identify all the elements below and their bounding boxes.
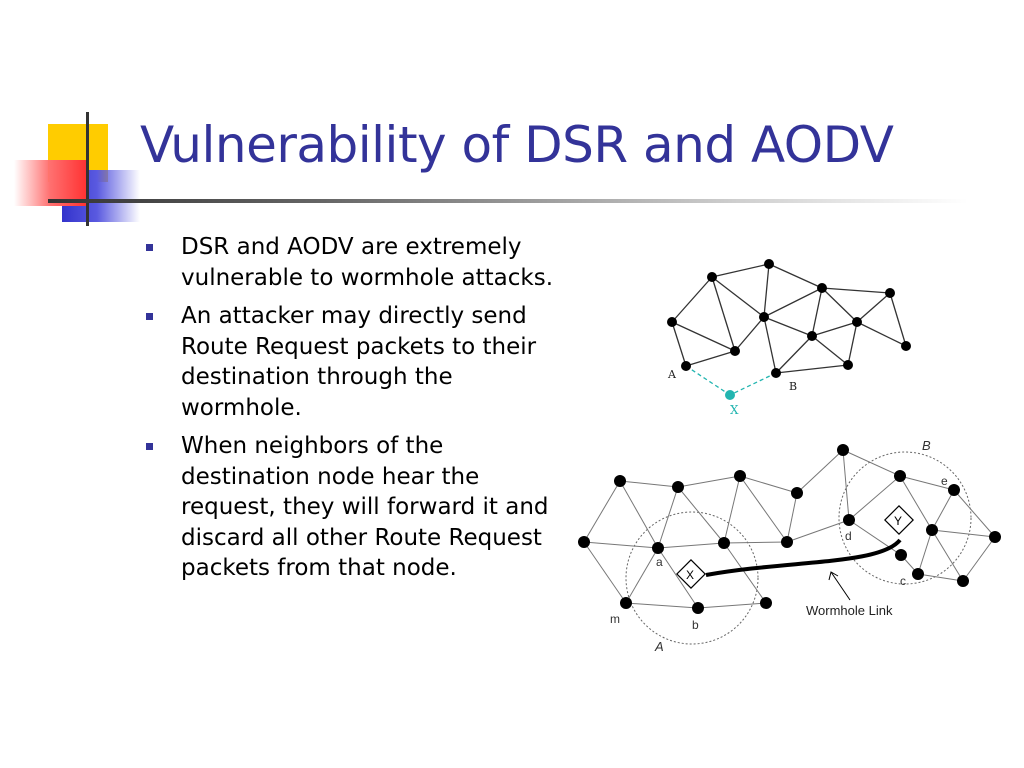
label-d: d [845,529,852,543]
bullet-item: An attacker may directly send Route Requ… [140,301,560,423]
node-m [620,597,632,609]
label-X: X [730,403,739,417]
bullet-text: DSR and AODV are extremely vulnerable to… [181,234,554,291]
network-node [614,475,626,487]
node-d [843,514,855,526]
network-node [718,537,730,549]
network-node [672,481,684,493]
top-network-diagram: A B X [667,259,911,417]
node-X-diamond: X [676,559,706,589]
label-X: X [686,568,694,582]
node-A [681,361,691,371]
region-A-label: A [654,639,664,654]
network-node [957,575,969,587]
network-node [759,312,769,322]
node-b [692,602,704,614]
network-node [843,360,853,370]
label-A: A [667,368,677,381]
bottom-node-labels: a b m d c e [610,474,948,632]
attacker-links [685,365,777,396]
wormhole-link [705,538,902,577]
label-m: m [610,612,620,626]
network-node [807,331,817,341]
label-Y: Y [894,514,902,528]
region-B-circle [838,451,972,585]
network-node [760,597,772,609]
slide-title: Vulnerability of DSR and AODV [140,116,894,174]
bullet-square-icon [146,244,153,251]
top-network-edges [671,263,907,374]
network-node [781,536,793,548]
network-node [707,272,717,282]
network-node [730,346,740,356]
network-node [989,531,1001,543]
network-node [894,470,906,482]
node-B [771,368,781,378]
bullet-item: DSR and AODV are extremely vulnerable to… [140,232,560,293]
label-b: b [692,618,699,632]
title-rule [48,199,968,203]
bullet-list: DSR and AODV are extremely vulnerable to… [140,232,560,592]
wormhole-pointer [828,571,851,601]
network-node [895,549,907,561]
label-B: B [789,380,797,393]
bottom-network-diagram: X Y a b m d c e A B Wormhole Link [578,438,1001,654]
node-e [948,484,960,496]
node-Y-diamond: Y [884,505,914,535]
bullet-text: An attacker may directly send Route Requ… [181,303,537,421]
network-node [667,317,677,327]
attacker-node-x [725,390,735,400]
network-node [837,444,849,456]
network-node [791,487,803,499]
bullet-square-icon [146,313,153,320]
network-node [901,341,911,351]
network-node [926,524,938,536]
node-a [652,542,664,554]
network-node [885,288,895,298]
bullet-square-icon [146,443,153,450]
wormhole-label: Wormhole Link [806,603,893,618]
bullet-item: When neighbors of the destination node h… [140,431,560,584]
top-network-nodes [667,259,911,378]
network-node [817,283,827,293]
label-a: a [656,555,663,569]
network-node [852,317,862,327]
region-A-circle [625,511,759,645]
bottom-network-nodes [578,444,1001,614]
network-node [734,470,746,482]
label-e: e [941,474,948,488]
bullet-text: When neighbors of the destination node h… [181,433,549,581]
deco-vertical-line [86,112,89,226]
node-c [912,568,924,580]
network-node [764,259,774,269]
region-B-label: B [922,438,931,453]
deco-red-square [14,160,86,206]
network-node [578,536,590,548]
label-c: c [900,574,906,588]
